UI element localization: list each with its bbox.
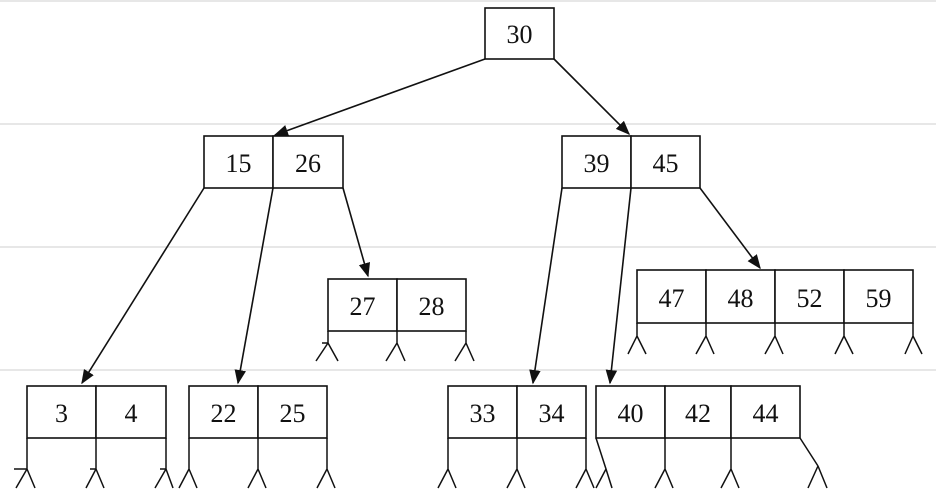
key-cell	[595, 385, 666, 439]
key-label: 39	[584, 149, 610, 178]
key-cell	[272, 135, 344, 189]
key-label: 26	[295, 149, 321, 178]
edge-15-26-to-22-25	[234, 187, 274, 385]
leaf-stub	[627, 323, 647, 355]
leaf-stub	[85, 438, 105, 489]
edge-root-to-39-45	[553, 58, 631, 136]
leaf-stub	[178, 438, 198, 489]
key-cell	[484, 7, 555, 60]
leaf-stub	[506, 438, 526, 489]
key-cell	[636, 269, 707, 324]
leaf-stub	[385, 331, 406, 362]
key-label: 34	[539, 399, 565, 428]
key-label: 27	[350, 292, 376, 321]
leaf-stub	[154, 438, 174, 489]
leaf-stub	[695, 323, 715, 355]
key-label: 4	[125, 399, 138, 428]
edge-root-to-15-26	[273, 58, 486, 137]
leaf-stub	[316, 438, 336, 489]
key-cell	[705, 269, 776, 324]
key-cell	[26, 385, 97, 439]
leaf-stub	[247, 438, 267, 489]
node-40-42-44: 40 42 44	[595, 385, 801, 439]
node-15-26: 15 26	[203, 135, 344, 189]
key-label: 28	[419, 292, 445, 321]
edge-39-45-to-40-42-44	[605, 187, 632, 385]
key-label: 48	[728, 284, 754, 313]
leaf-stub	[720, 438, 740, 489]
leaf-stub	[315, 331, 339, 362]
key-label: 30	[507, 20, 533, 49]
key-cell	[630, 135, 701, 189]
key-label: 44	[753, 399, 779, 428]
leaf-stub	[437, 438, 457, 489]
leaf-stub	[575, 438, 595, 489]
node-39-45: 39 45	[561, 135, 701, 189]
key-label: 45	[653, 149, 679, 178]
node-3-4: 3 4	[26, 385, 167, 439]
leaf-stub	[834, 323, 854, 355]
edge-15-26-to-3-4	[81, 187, 205, 385]
key-label: 22	[211, 399, 237, 428]
key-cell	[730, 385, 801, 439]
key-label: 33	[470, 399, 496, 428]
node-27-28: 27 28	[327, 278, 467, 332]
leaf-pointer-stubs	[14, 323, 923, 489]
node-root: 30	[484, 7, 555, 60]
key-cell	[396, 278, 467, 332]
key-cell	[95, 385, 167, 439]
key-cell	[516, 385, 587, 439]
leaf-stub	[799, 437, 828, 489]
node-47-48-52-59: 47 48 52 59	[636, 269, 914, 324]
leaf-stub	[654, 438, 674, 489]
key-cell	[774, 269, 845, 324]
node-22-25: 22 25	[188, 385, 328, 439]
key-cell	[561, 135, 632, 189]
key-label: 47	[659, 284, 685, 313]
key-cell	[843, 269, 914, 324]
key-label: 59	[866, 284, 892, 313]
key-cell	[257, 385, 328, 439]
key-cell	[188, 385, 259, 439]
key-label: 52	[797, 284, 823, 313]
edge-39-45-to-47-59	[699, 187, 761, 270]
leaf-stub	[14, 438, 36, 489]
key-label: 42	[685, 399, 711, 428]
guide-lines	[0, 0, 936, 371]
node-33-34: 33 34	[447, 385, 587, 439]
edge-39-45-to-33-34	[529, 187, 563, 385]
key-cell	[327, 278, 398, 332]
key-label: 25	[280, 399, 306, 428]
leaf-stub	[764, 323, 784, 355]
key-label: 40	[618, 399, 644, 428]
tree-edges	[81, 58, 761, 385]
key-label: 3	[55, 399, 68, 428]
leaf-stub	[454, 331, 475, 362]
leaf-stub	[904, 323, 923, 355]
leaf-stub	[595, 437, 613, 489]
key-label: 15	[226, 149, 252, 178]
edge-15-26-to-27-28	[342, 187, 370, 278]
